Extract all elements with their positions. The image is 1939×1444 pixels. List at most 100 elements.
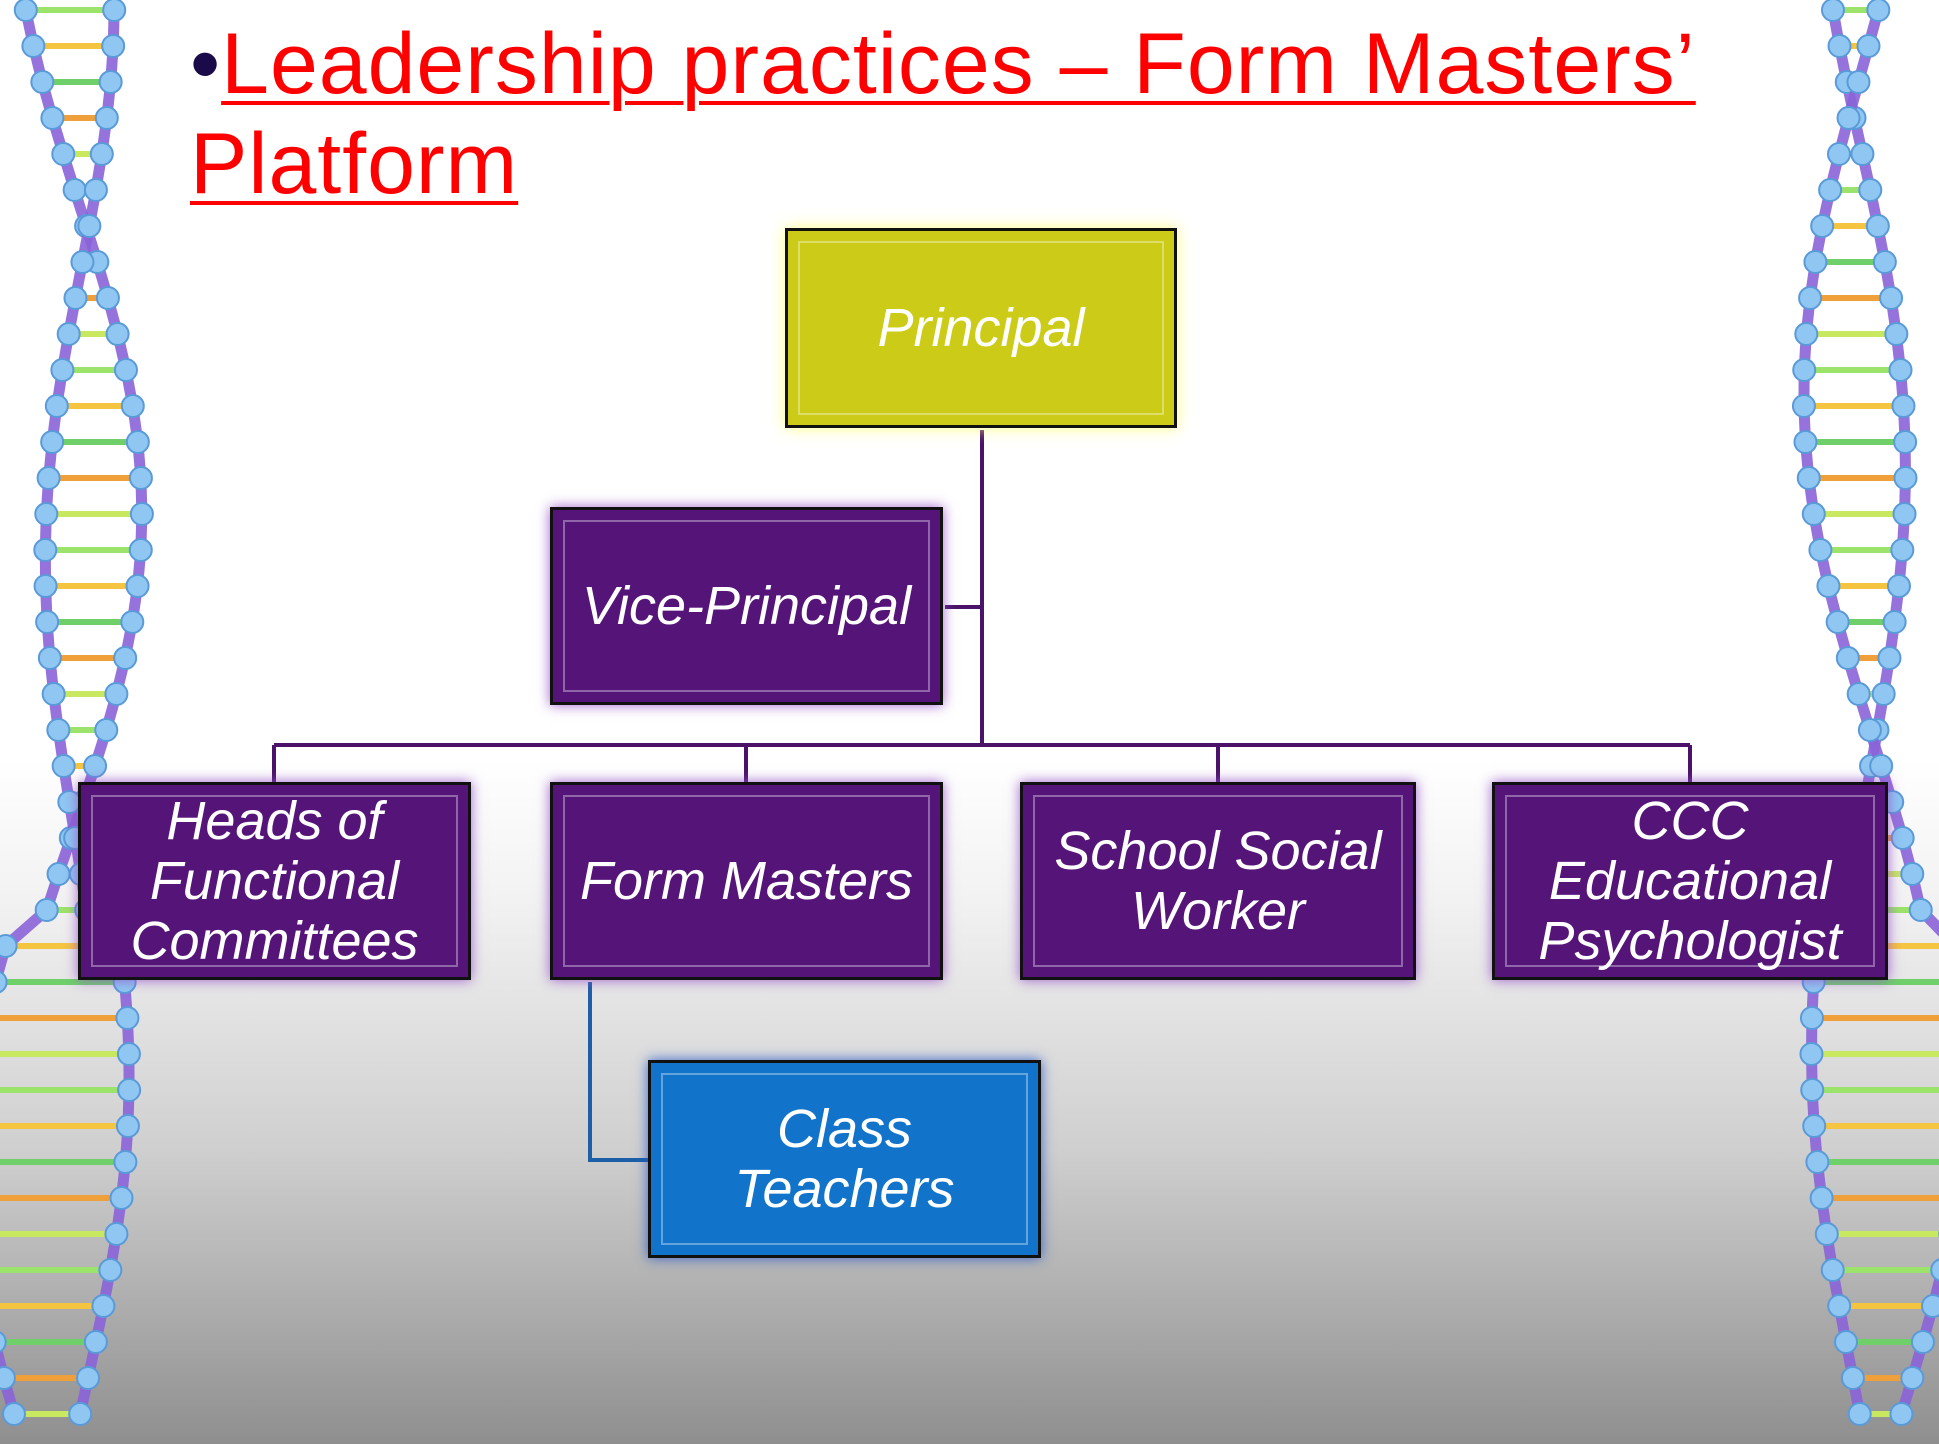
dna-node (1798, 286, 1823, 310)
dna-node (0, 1366, 16, 1390)
dna-node (1834, 1330, 1859, 1354)
dna-node (1800, 1078, 1825, 1102)
dna-node (94, 106, 119, 130)
dna-node (1869, 754, 1894, 778)
dna-node (83, 1330, 108, 1354)
dna-node (1810, 214, 1835, 238)
dna-strand (0, 8, 148, 1416)
dna-node (1803, 250, 1828, 274)
dna-node (113, 1150, 138, 1174)
dna-node (0, 934, 18, 958)
dna-node (70, 250, 95, 274)
ccc-label-line-3: Psychologist (1538, 911, 1842, 971)
dna-strand (1798, 8, 1939, 1416)
dna-node (1796, 466, 1821, 490)
dna-node (109, 1186, 134, 1210)
dna-node (98, 1258, 123, 1282)
ccc-label-line-1: CCC (1631, 791, 1749, 851)
dna-node (1882, 610, 1907, 634)
dna-node (104, 682, 129, 706)
dna-node (0, 1331, 7, 1353)
dna-node (51, 754, 76, 778)
dna-node (1808, 538, 1833, 562)
title-line-2: Platform (190, 116, 519, 212)
dna-node (1893, 466, 1918, 490)
dna-node (68, 1402, 93, 1426)
social-worker-label: School Social Worker (1048, 821, 1387, 941)
dna-node (1799, 1006, 1824, 1030)
heads-label-line-3: Committees (130, 911, 419, 971)
dna-node (63, 286, 88, 310)
dna-node (30, 70, 55, 94)
dna-node (125, 574, 150, 598)
dna-node (1886, 574, 1911, 598)
dna-node (37, 646, 62, 670)
dna-node (89, 142, 114, 166)
dna-node (115, 1006, 140, 1030)
dna-ladder-left (0, 0, 154, 1426)
dna-node (1877, 646, 1902, 670)
dna-node (1816, 574, 1841, 598)
dna-node (1879, 286, 1904, 310)
heads-label-line-2: Functional (149, 851, 400, 911)
dna-node (1801, 502, 1826, 526)
dna-node (21, 34, 46, 58)
dna-node (83, 178, 108, 202)
class-teachers-label: Class Teachers (728, 1099, 960, 1219)
dna-node (1892, 502, 1917, 526)
class-teachers-label-line-2: Teachers (734, 1159, 955, 1219)
dna-node (1850, 142, 1875, 166)
dna-node (116, 1042, 141, 1066)
dna-node (117, 1078, 142, 1102)
ccc-label: CCC Educational Psychologist (1532, 791, 1847, 971)
dna-node (1799, 1042, 1824, 1066)
heads-label-line-1: Heads of (166, 791, 383, 851)
dna-node (104, 1222, 129, 1246)
dna-node (1818, 178, 1843, 202)
dna-node (34, 502, 59, 526)
dna-node (41, 682, 66, 706)
dna-node (50, 358, 75, 382)
ccc-label-line-2: Educational (1548, 851, 1832, 911)
dna-node (1908, 898, 1933, 922)
heads-of-functional-committees-box: Heads of Functional Committees (78, 782, 471, 980)
dna-node (95, 286, 120, 310)
dna-node (1814, 1222, 1839, 1246)
dna-ladder-right (1791, 0, 1939, 1426)
social-worker-label-line-1: School Social (1054, 821, 1382, 881)
vice-principal-label: Vice-Principal (581, 576, 912, 636)
dna-node (1921, 1294, 1939, 1318)
dna-node (125, 430, 150, 454)
dna-node (1891, 394, 1916, 418)
social-worker-label-line-2: Worker (1130, 881, 1305, 941)
dna-node (113, 358, 138, 382)
dna-node (1910, 1330, 1935, 1354)
dna-node (1792, 358, 1817, 382)
dna-node (1900, 862, 1925, 886)
dna-node (1846, 682, 1871, 706)
dna-node (1825, 610, 1850, 634)
dna-node (1888, 358, 1913, 382)
dna-node (1890, 826, 1915, 850)
dna-node (1884, 322, 1909, 346)
dna-node (1827, 1294, 1852, 1318)
dna-node (1835, 646, 1860, 670)
dna-node (1820, 0, 1845, 22)
dna-node (120, 394, 145, 418)
dna-node (51, 142, 76, 166)
dna-node (56, 322, 81, 346)
dna-node (1794, 322, 1819, 346)
dna-node (1872, 250, 1897, 274)
dna-node (1893, 430, 1918, 454)
dna-node (120, 610, 145, 634)
dna-node (40, 430, 65, 454)
dna-node (33, 574, 58, 598)
vice-principal-box: Vice-Principal (550, 507, 943, 705)
slide-title: •Leadership practices – Form Masters’ Pl… (190, 14, 1790, 214)
dna-node (46, 718, 71, 742)
principal-label: Principal (877, 298, 1085, 358)
form-masters-box: Form Masters (550, 782, 943, 980)
dna-node (1856, 34, 1881, 58)
